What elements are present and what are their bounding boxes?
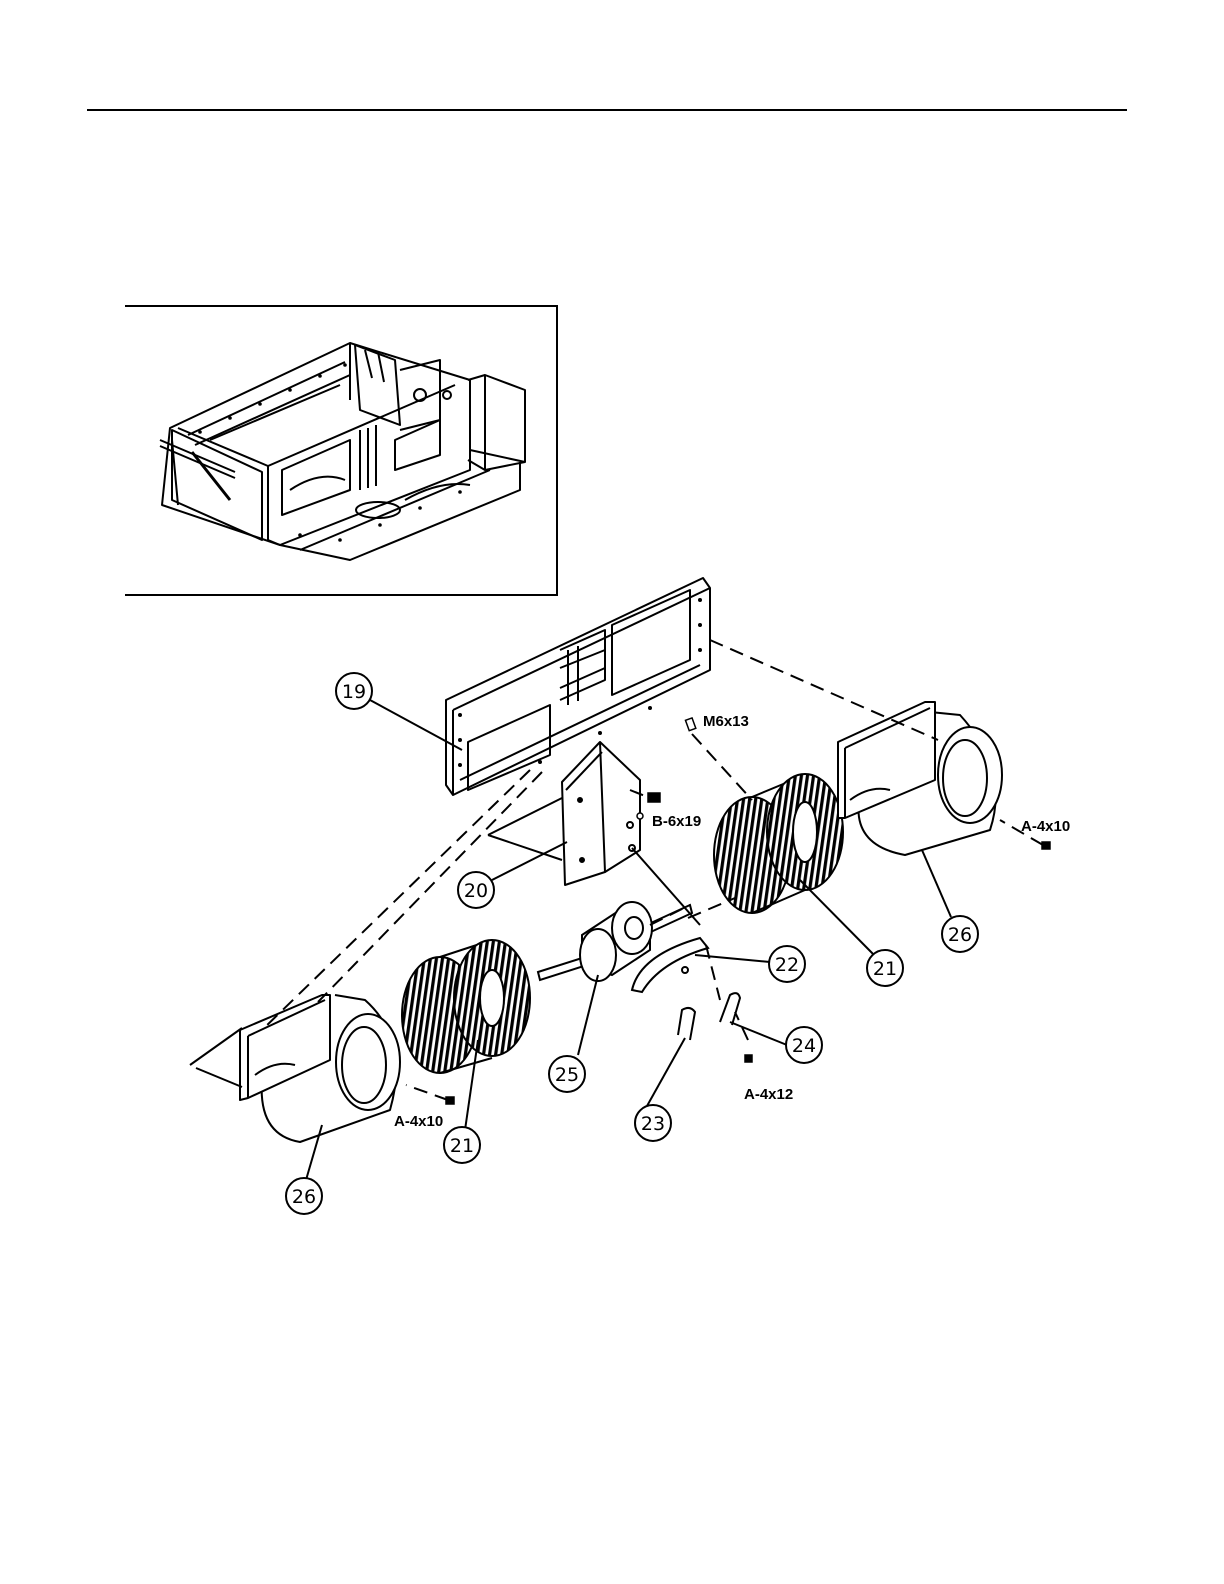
m6x13-nut-icon [685,718,695,731]
a4x10-right-label: A-4x10 [1021,818,1070,835]
callout-25-label: 25 [555,1064,579,1086]
callout-21b-label: 21 [450,1135,474,1157]
b6x19-label: B-6x19 [652,813,701,830]
part-26-blower-housing-right [838,702,1002,855]
m6x13-label: M6x13 [703,713,749,730]
part-21-blower-wheel-left [402,940,530,1073]
b6x19-bolt-icon [648,793,660,802]
part-20-motor-bracket [562,742,640,885]
a4x10-right-screw-icon [1042,842,1050,849]
b6x19-washer-icon [637,813,643,819]
a4x10-left-label: A-4x10 [394,1113,443,1130]
callout-23-label: 23 [641,1113,665,1135]
part-26-blower-housing-left [240,995,400,1142]
part-19-fan-deck-panel [446,578,710,795]
callout-22-label: 22 [775,954,799,976]
callout-24-label: 24 [792,1035,816,1057]
a4x12-screw-icon [745,1055,752,1062]
callout-26a-label: 26 [948,924,972,946]
part-25-fan-motor [538,902,692,981]
part-21-blower-wheel-right [714,774,843,913]
part-24-clamp-band [720,993,740,1025]
callout-20-label: 20 [464,880,488,902]
callout-21a-label: 21 [873,958,897,980]
callout-19-label: 19 [342,681,366,703]
part-23-clamp-band [678,1008,695,1040]
callout-26b-label: 26 [292,1186,316,1208]
a4x12-label: A-4x12 [744,1086,793,1103]
assembled-unit-illustration [160,343,525,560]
